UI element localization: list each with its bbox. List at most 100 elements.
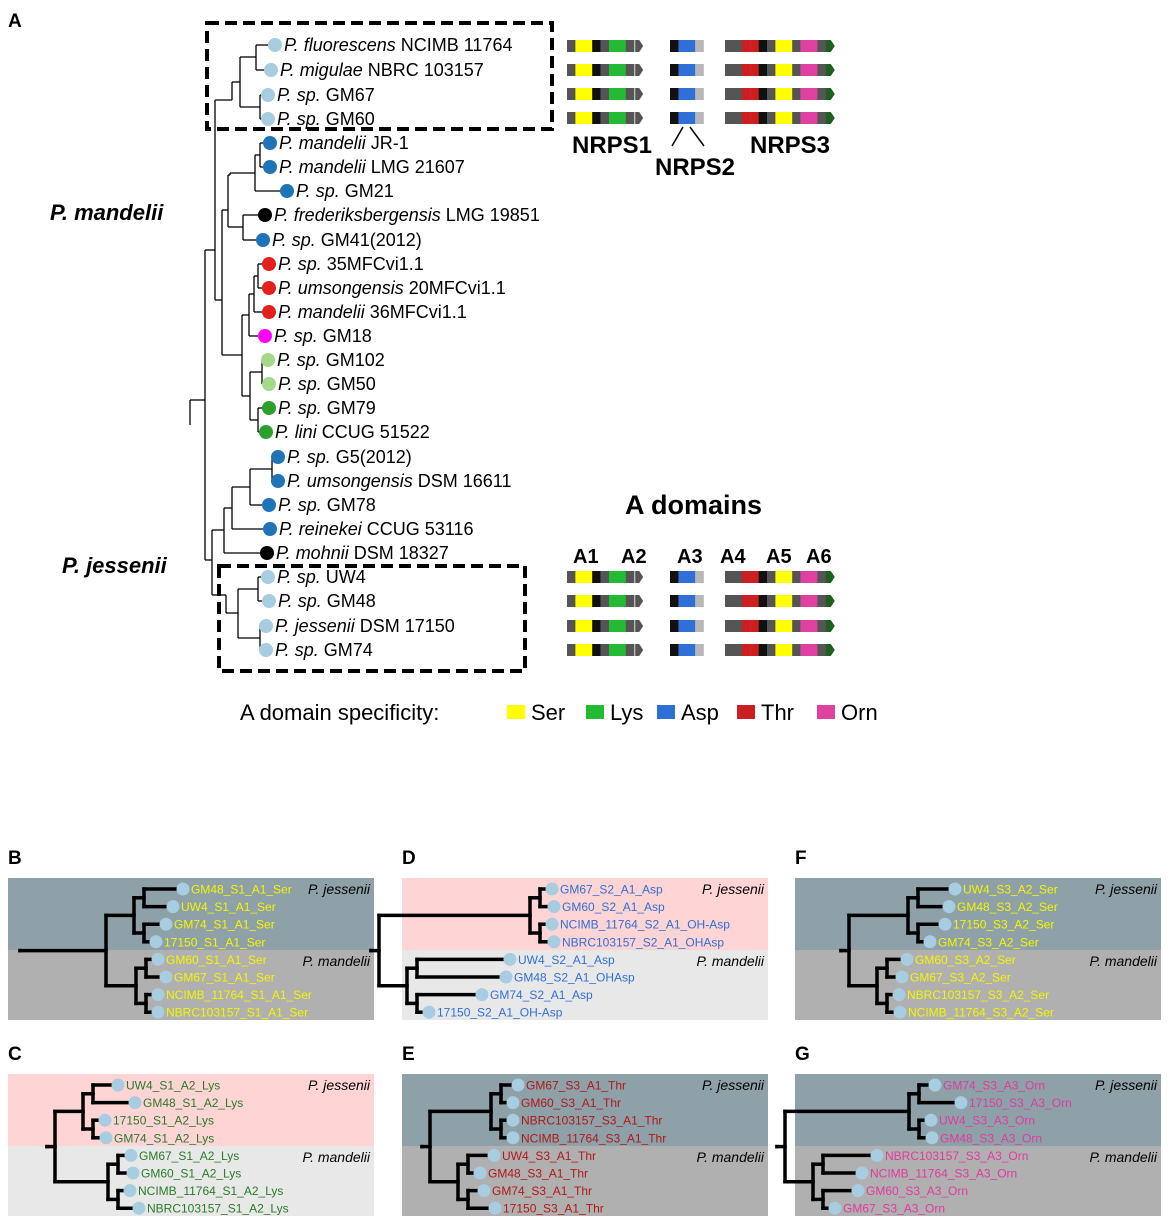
module-block bbox=[817, 64, 826, 76]
sub-leaf-label: GM48_S3_A1_Thr bbox=[488, 1167, 588, 1181]
sub-clade-label-top: P. jessenii bbox=[702, 881, 765, 897]
taxon-strain: 20MFCvi1.1 bbox=[404, 278, 506, 298]
nrps-module-row bbox=[567, 595, 835, 607]
module-block bbox=[592, 620, 601, 632]
sub-leaf-label: 17150_S3_A2_Ser bbox=[953, 918, 1054, 932]
module-block bbox=[567, 595, 576, 607]
module-block bbox=[800, 571, 810, 583]
taxon-species: reinekei bbox=[299, 519, 363, 539]
module-end-arrow bbox=[825, 112, 835, 124]
taxon-dot bbox=[261, 112, 275, 126]
module-block bbox=[741, 644, 751, 656]
sub-tree bbox=[839, 887, 951, 1014]
module-block bbox=[733, 620, 742, 632]
taxon-label: P. sp. GM50 bbox=[278, 374, 376, 394]
module-block bbox=[783, 88, 793, 100]
taxon-species: sp. bbox=[298, 398, 322, 418]
a-domain-col-a1: A1 bbox=[573, 546, 599, 568]
module-block bbox=[670, 64, 679, 76]
sub-leaf-dot bbox=[923, 935, 937, 949]
module-block bbox=[575, 595, 584, 607]
taxon-species: jessenii bbox=[292, 616, 356, 636]
module-block bbox=[800, 620, 810, 632]
sub-clade-label-bottom: P. mandelii bbox=[697, 1149, 765, 1165]
taxon-species: mandelii bbox=[299, 157, 367, 177]
taxon-species: sp. bbox=[294, 326, 318, 346]
taxon-dot bbox=[259, 643, 273, 657]
taxon-label: P. sp. GM60 bbox=[277, 109, 375, 129]
sub-leaf-label: GM67_S3_A2_Ser bbox=[910, 971, 1011, 985]
nrps-module-row bbox=[567, 571, 835, 583]
module-block bbox=[609, 64, 618, 76]
taxon-label: P. mandelii LMG 21607 bbox=[279, 157, 465, 177]
sub-leaf-label: GM60_S3_A1_Thr bbox=[521, 1096, 621, 1110]
module-block bbox=[617, 40, 626, 52]
module-block bbox=[609, 88, 618, 100]
module-block bbox=[678, 40, 687, 52]
sub-tree bbox=[775, 1083, 957, 1210]
taxon-strain: UW4 bbox=[321, 567, 366, 587]
taxon-label: P. migulae NBRC 103157 bbox=[280, 60, 484, 80]
sub-leaf-dot bbox=[111, 1078, 125, 1092]
module-block bbox=[670, 644, 679, 656]
sub-leaf-dot bbox=[511, 1078, 525, 1092]
panel-letter-g: G bbox=[795, 1044, 810, 1065]
sub-leaf-dot bbox=[855, 1166, 869, 1180]
taxon-species: umsongensis bbox=[307, 471, 413, 491]
taxon-genus: P. bbox=[276, 543, 296, 563]
taxon-strain: GM74 bbox=[319, 640, 373, 660]
taxon-dot bbox=[263, 522, 277, 536]
sub-leaf-dot bbox=[98, 1113, 112, 1127]
taxon-label: P. sp. GM74 bbox=[275, 640, 373, 660]
module-block bbox=[695, 88, 704, 100]
module-block bbox=[792, 88, 801, 100]
module-block bbox=[678, 571, 687, 583]
a-domains-title: A domains bbox=[625, 490, 762, 520]
taxon-genus: P. bbox=[279, 157, 299, 177]
sub-leaf-dot bbox=[151, 1005, 165, 1019]
clade-background-bottom bbox=[8, 950, 374, 1020]
taxon-species: sp. bbox=[297, 85, 321, 105]
taxon-strain: CCUG 51522 bbox=[317, 422, 430, 442]
module-end-arrow bbox=[825, 40, 835, 52]
taxon-genus: P. bbox=[277, 109, 297, 129]
module-block bbox=[670, 620, 679, 632]
module-end-arrow bbox=[825, 595, 835, 607]
module-block bbox=[575, 64, 584, 76]
module-block bbox=[678, 112, 687, 124]
sub-leaf-dot bbox=[475, 988, 489, 1002]
module-block bbox=[600, 644, 610, 656]
legend-label-lys: Lys bbox=[610, 700, 643, 725]
clade-background-bottom bbox=[402, 950, 768, 1020]
taxon-label: P. sp. GM41(2012) bbox=[272, 230, 422, 250]
nrps-module-row bbox=[567, 64, 835, 76]
legend-label-asp: Asp bbox=[681, 700, 719, 725]
panel-letter-d: D bbox=[402, 848, 416, 869]
sub-leaf-label: UW4_S1_A1_Ser bbox=[181, 900, 276, 914]
taxon-label: P. lini CCUG 51522 bbox=[275, 422, 430, 442]
module-block bbox=[750, 40, 759, 52]
module-block bbox=[750, 595, 759, 607]
taxon-label: P. sp. G5(2012) bbox=[287, 447, 412, 467]
sub-leaf-label: GM48_S1_A1_Ser bbox=[191, 883, 292, 897]
module-block bbox=[733, 64, 742, 76]
sub-leaf-label: GM60_S3_A2_Ser bbox=[915, 953, 1016, 967]
taxon-label: P. sp. UW4 bbox=[277, 567, 366, 587]
module-block bbox=[670, 571, 679, 583]
sub-leaf-dot bbox=[506, 1113, 520, 1127]
module-block bbox=[733, 644, 742, 656]
module-block bbox=[678, 88, 687, 100]
bottom-clade-dashed-box bbox=[217, 564, 527, 673]
taxon-strain: DSM 18327 bbox=[349, 543, 449, 563]
sub-leaf-dot bbox=[928, 1078, 942, 1092]
taxon-species: sp. bbox=[298, 591, 322, 611]
module-block bbox=[600, 40, 610, 52]
top-clade-dashed-box bbox=[205, 21, 554, 131]
sub-leaf-dot bbox=[487, 1148, 501, 1162]
taxon-species: sp. bbox=[292, 230, 316, 250]
module-block bbox=[725, 40, 734, 52]
